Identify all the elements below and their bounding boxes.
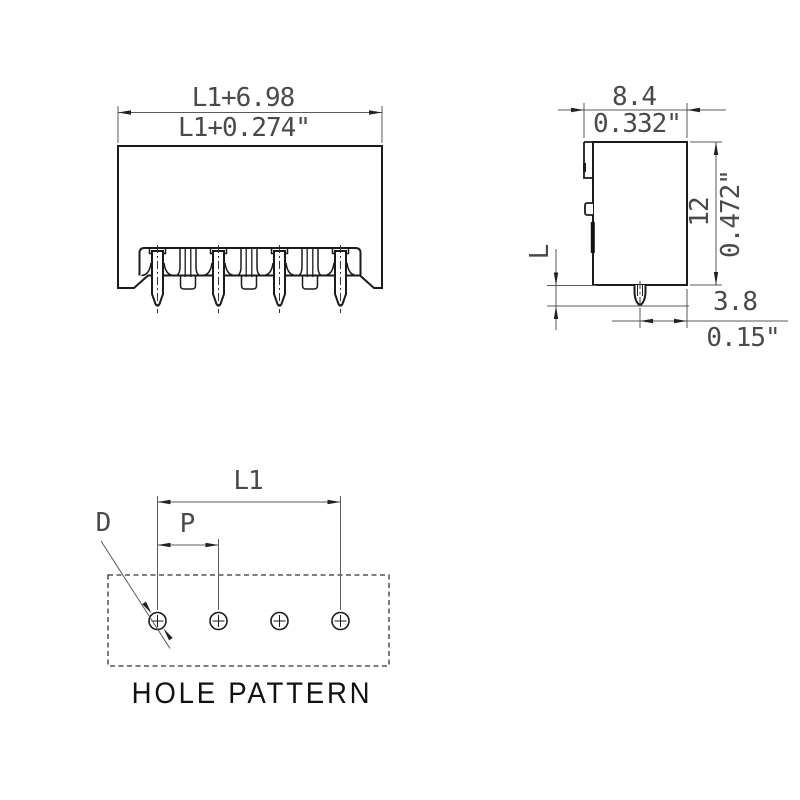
side-flange xyxy=(583,141,593,179)
arrow-left-icon xyxy=(640,318,653,324)
pin-length-label: L xyxy=(525,244,555,260)
hole-pattern-title: HOLE PATTERN xyxy=(131,677,373,710)
side-depth-mm-label: 8.4 xyxy=(612,82,657,112)
arrow-right-icon xyxy=(369,110,382,115)
arrow-down-right-icon xyxy=(142,601,152,614)
holes xyxy=(148,611,350,631)
arrow-up-icon xyxy=(553,306,559,319)
front-width-in-label: L1+0.274" xyxy=(178,113,311,143)
hp-pitch-label: P xyxy=(179,509,196,539)
hole-pattern-view xyxy=(100,496,390,667)
arrow-down-icon xyxy=(553,272,559,286)
arrow-down-icon xyxy=(713,272,719,285)
side-tab xyxy=(584,202,593,216)
front-width-dimension xyxy=(117,106,383,143)
hp-length-dimension xyxy=(157,496,341,610)
front-width-mm-label: L1+6.98 xyxy=(191,83,296,113)
arrow-right-icon xyxy=(674,318,687,324)
side-depth-in-label: 0.332" xyxy=(593,109,682,139)
arrow-right-icon xyxy=(327,499,341,505)
side-height-mm-label: 12 xyxy=(685,197,715,227)
pin-offset-mm-label: 3.8 xyxy=(713,287,758,317)
side-body-outline xyxy=(592,141,688,286)
hp-diameter-leader xyxy=(100,540,173,649)
arrow-right-icon xyxy=(205,542,219,548)
side-height-dimension xyxy=(690,141,722,286)
arrow-left-icon xyxy=(157,542,171,548)
side-height-in-label: 0.472" xyxy=(716,170,746,258)
pin-offset-in-label: 0.15" xyxy=(706,323,780,353)
arrow-right-icon xyxy=(571,107,584,113)
arrow-up-left-icon xyxy=(163,628,173,641)
arrow-up-icon xyxy=(713,142,719,155)
hp-diameter-label: D xyxy=(95,508,112,538)
arrow-left-icon xyxy=(118,110,131,115)
hp-length-label: L1 xyxy=(233,466,263,496)
arrow-left-icon xyxy=(687,107,700,113)
front-view xyxy=(117,106,383,314)
side-view xyxy=(547,103,788,330)
arrow-left-icon xyxy=(157,499,171,505)
front-carrier-outline xyxy=(138,247,362,276)
pcb-outline-dashed xyxy=(107,574,390,667)
